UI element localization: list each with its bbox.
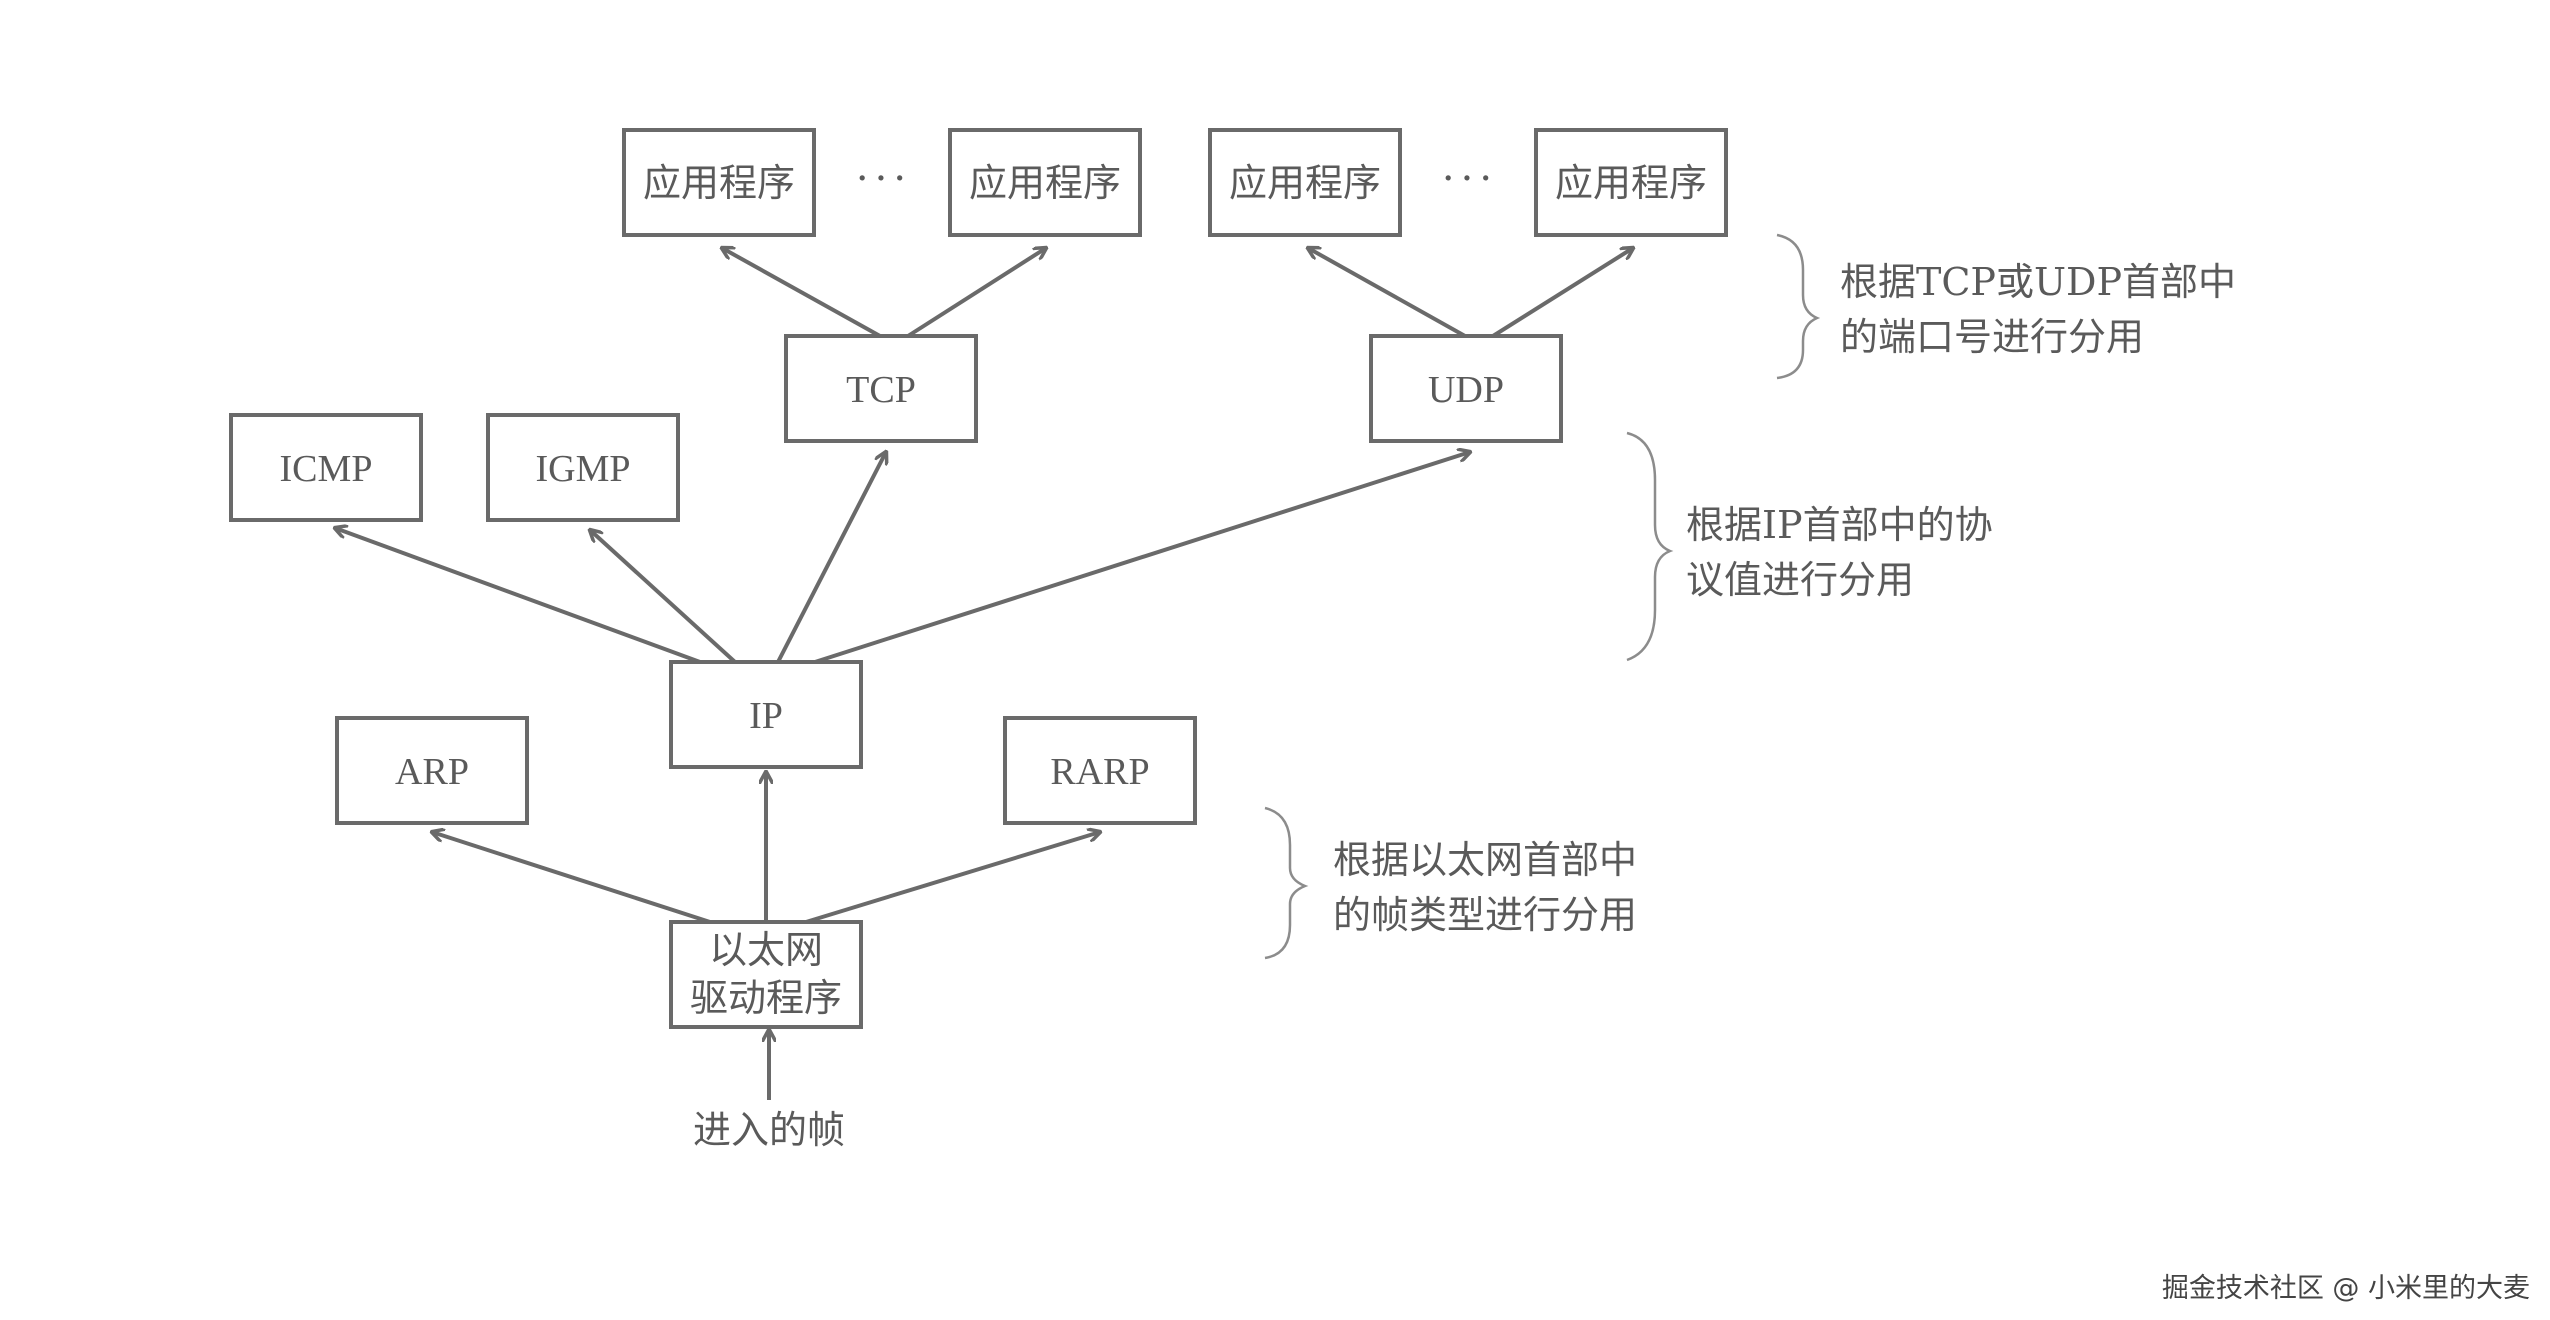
- rarp-label: RARP: [1050, 751, 1149, 793]
- tcp-box: TCP: [784, 334, 978, 443]
- arrow-driver-to-arp: [432, 832, 711, 924]
- arrow-tcp-to-app2: [906, 248, 1046, 338]
- app-label-4: 应用程序: [1555, 161, 1707, 205]
- ip-label: IP: [749, 695, 783, 737]
- arrow-driver-to-rarp: [805, 832, 1100, 924]
- app-label-1: 应用程序: [643, 161, 795, 205]
- note-ethernet-line2: 的帧类型进行分用: [1333, 893, 1637, 937]
- icmp-box: ICMP: [229, 413, 423, 522]
- app-box-1: 应用程序: [622, 128, 816, 237]
- udp-label: UDP: [1428, 369, 1504, 411]
- arp-box: ARP: [335, 716, 529, 825]
- arrows: [335, 248, 1633, 1100]
- note-ports-line2: 的端口号进行分用: [1840, 315, 2144, 359]
- rarp-box: RARP: [1003, 716, 1197, 825]
- app-box-3: 应用程序: [1208, 128, 1402, 237]
- incoming-frame-label: 进入的帧: [693, 1108, 845, 1152]
- driver-label-line2: 驱动程序: [690, 976, 842, 1020]
- arrow-udp-to-app3: [1308, 248, 1466, 338]
- arrow-ip-to-tcp: [776, 452, 886, 663]
- tcp-label: TCP: [846, 369, 916, 411]
- icmp-label: ICMP: [280, 448, 373, 490]
- igmp-label: IGMP: [535, 448, 630, 490]
- igmp-box: IGMP: [486, 413, 680, 522]
- arrow-udp-to-app4: [1491, 248, 1633, 338]
- note-ip-line2: 议值进行分用: [1686, 558, 1914, 602]
- note-ip-line1: 根据IP首部中的协: [1686, 503, 1993, 547]
- udp-box: UDP: [1369, 334, 1563, 443]
- app-label-3: 应用程序: [1229, 161, 1381, 205]
- brace-ethernet: [1264, 806, 1309, 960]
- app-label-2: 应用程序: [969, 161, 1121, 205]
- arrow-ip-to-udp: [814, 452, 1470, 664]
- arrow-ip-to-icmp: [335, 528, 701, 664]
- app-box-2: 应用程序: [948, 128, 1142, 237]
- arp-label: ARP: [395, 751, 469, 793]
- watermark: 掘金技术社区 @ 小米里的大麦: [2162, 1273, 2530, 1304]
- ellipsis-right: ···: [1442, 156, 1498, 202]
- note-ports-line1: 根据TCP或UDP首部中: [1840, 260, 2236, 304]
- arrow-ip-to-igmp: [590, 530, 737, 664]
- note-ethernet-line1: 根据以太网首部中: [1333, 838, 1637, 882]
- ellipsis-left: ···: [856, 156, 912, 202]
- ip-box: IP: [669, 660, 863, 769]
- driver-label-line1: 以太网: [709, 928, 823, 972]
- brace-ports: [1776, 233, 1821, 380]
- app-box-4: 应用程序: [1534, 128, 1728, 237]
- ethernet-driver-box: 以太网 驱动程序: [669, 920, 863, 1029]
- brace-ip: [1626, 431, 1674, 662]
- arrow-tcp-to-app1: [722, 248, 881, 338]
